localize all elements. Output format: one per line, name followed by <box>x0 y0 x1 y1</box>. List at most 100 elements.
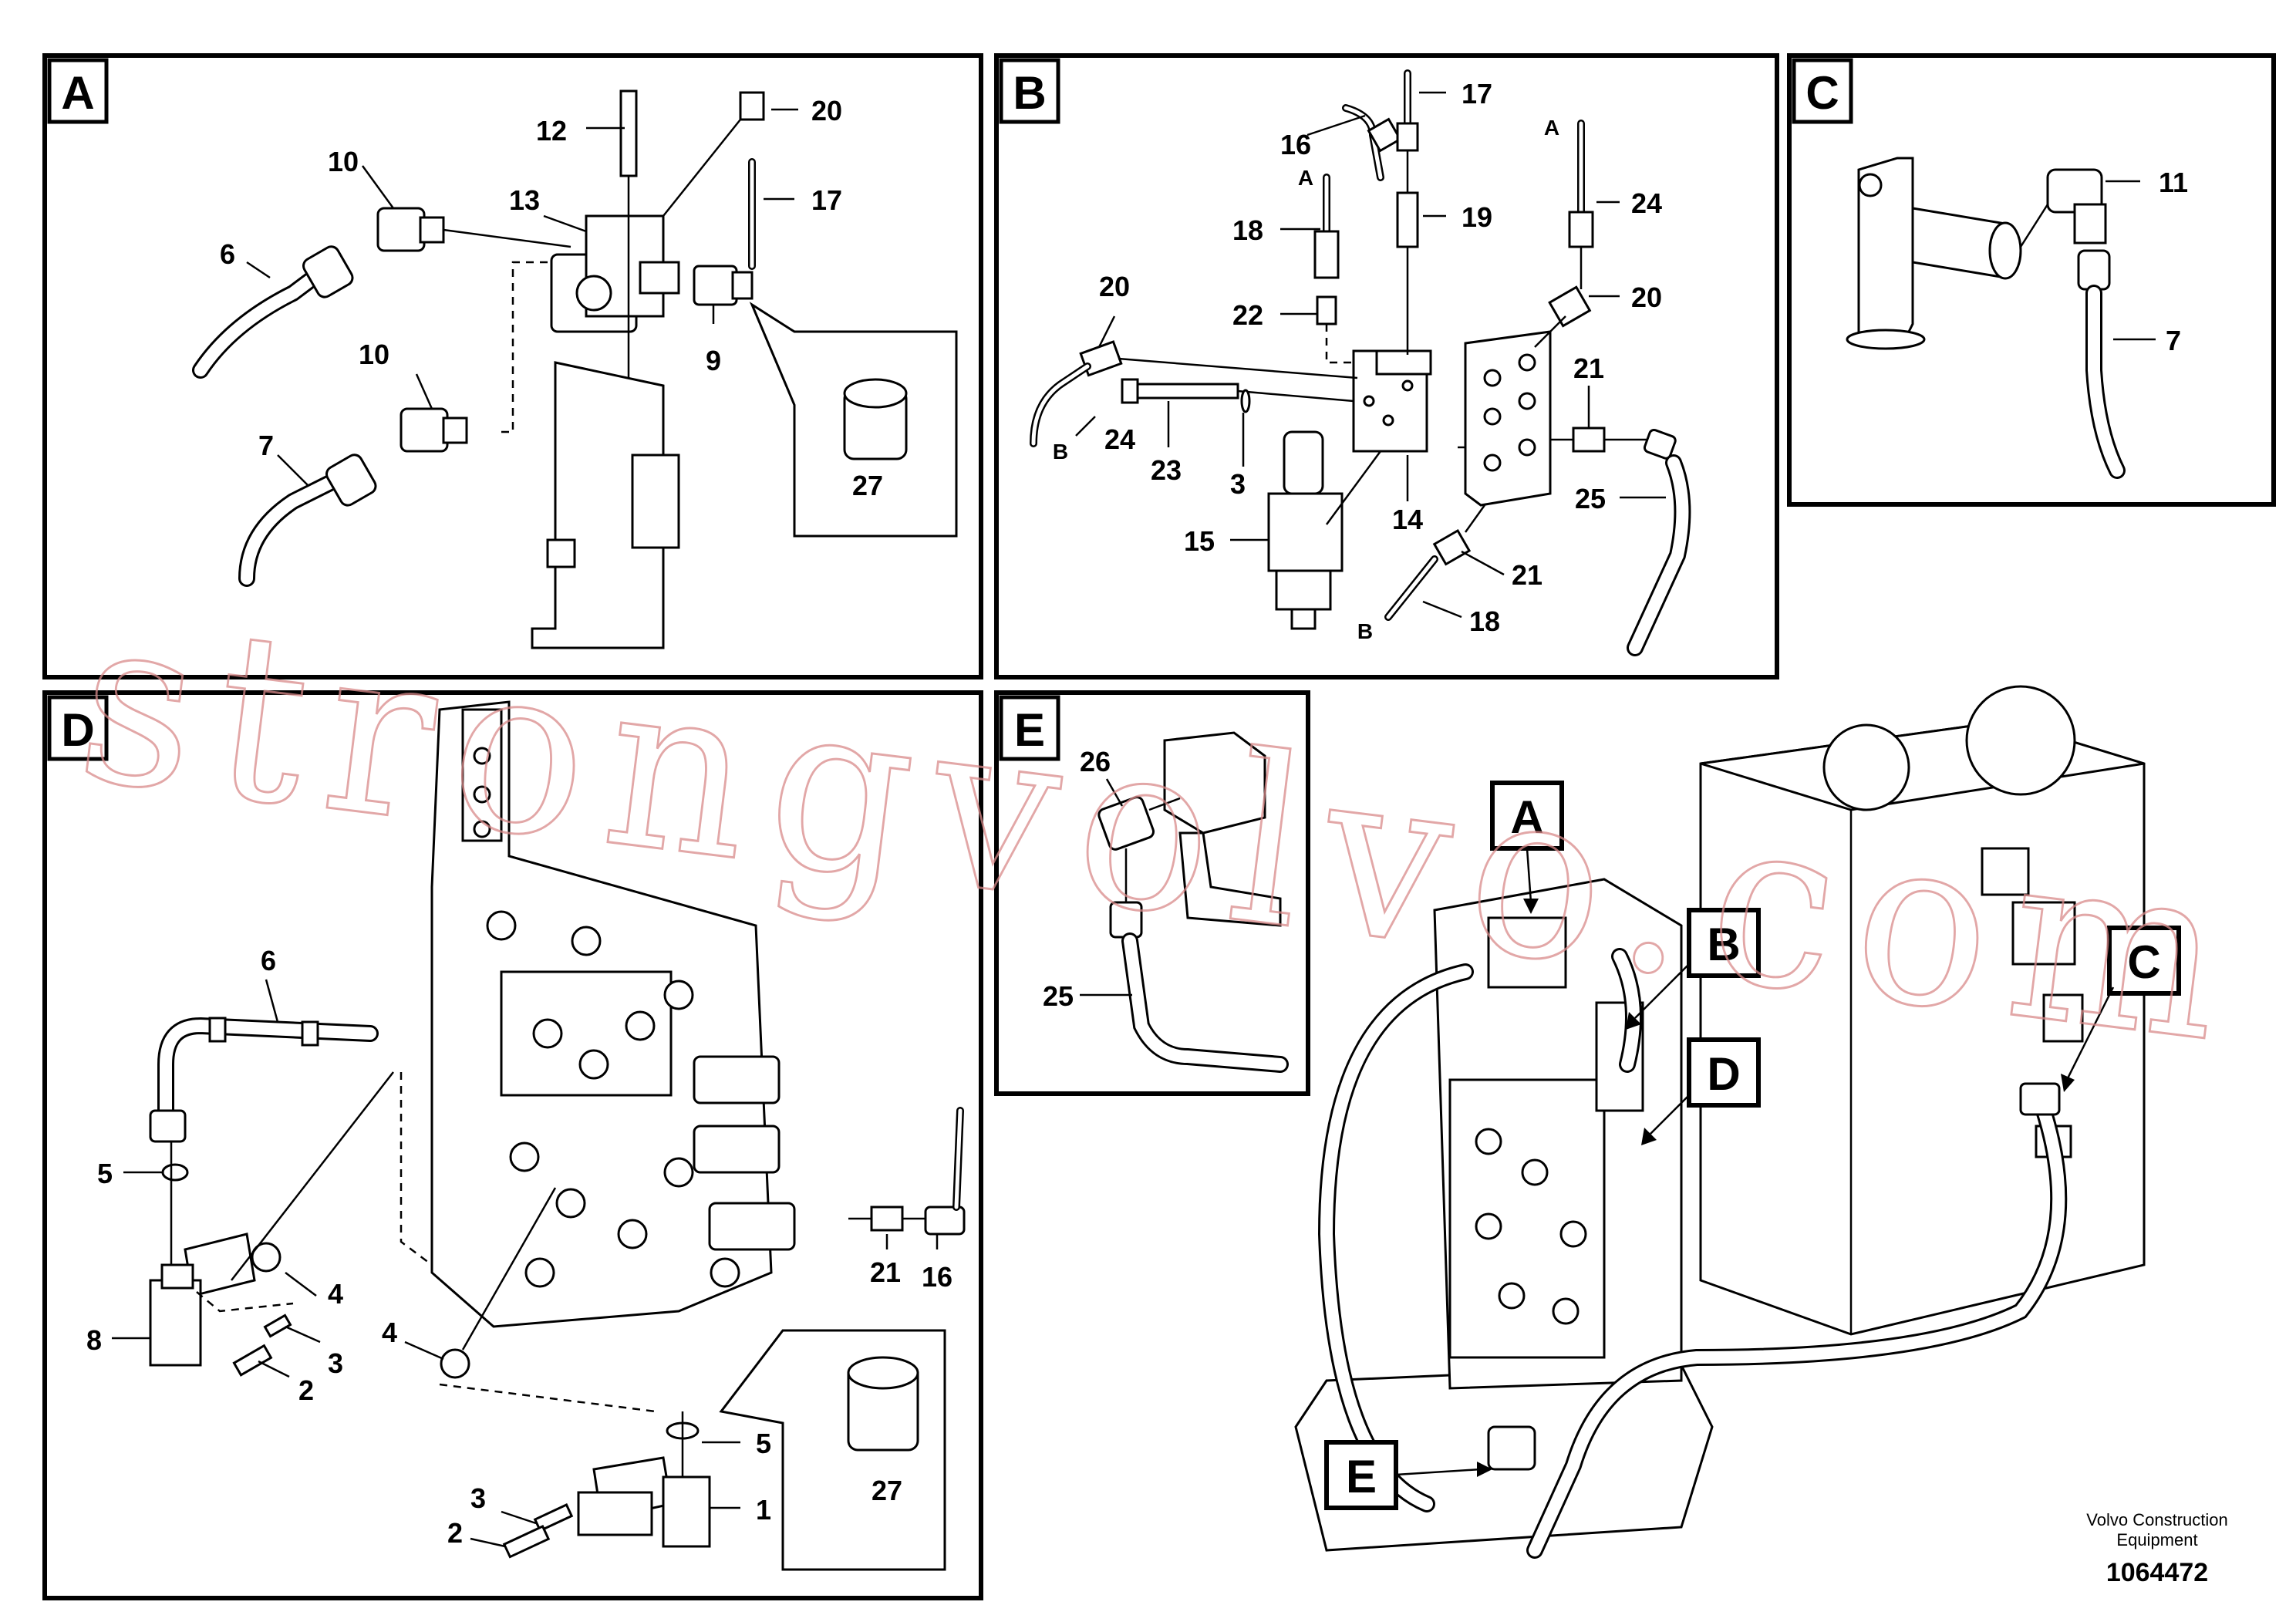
callout-20a: 20 <box>1099 271 1130 302</box>
fitting-6 <box>302 245 354 298</box>
callout-19: 19 <box>1462 201 1492 233</box>
screw-2b <box>502 1525 551 1559</box>
panel-c-letter: C <box>1805 67 1839 119</box>
elbow-26 <box>1097 796 1155 851</box>
washer-3 <box>1240 389 1251 413</box>
panel-c-frame <box>1787 53 2276 507</box>
callout-18a: 18 <box>1232 214 1263 246</box>
elbow-10b <box>400 407 449 453</box>
callout-15: 15 <box>1184 525 1215 557</box>
letter-b2: B <box>1357 619 1373 643</box>
callout-2a: 2 <box>298 1374 314 1406</box>
callout-11: 11 <box>2159 167 2188 198</box>
watermark: strongvolvo.com <box>67 564 2259 1096</box>
callout-21b: 21 <box>1512 559 1542 591</box>
panel-c: C 11 7 <box>1787 53 2276 507</box>
screw-12 <box>619 89 638 177</box>
fitting-21d <box>870 1206 904 1232</box>
callout-13: 13 <box>509 184 540 216</box>
overview-valve-e <box>1487 1425 1536 1471</box>
callout-24b: 24 <box>1104 423 1135 455</box>
fitting-20a <box>739 91 765 121</box>
panel-e-letter: E <box>1014 704 1045 756</box>
valve-15 <box>1283 430 1324 495</box>
callout-25b: 25 <box>1575 483 1606 514</box>
o-ring-4b <box>440 1348 470 1379</box>
callout-6d: 6 <box>261 945 276 976</box>
panel-a-frame <box>42 53 983 679</box>
overview-label-b: B <box>1707 919 1740 970</box>
fitting-7 <box>325 454 377 507</box>
callout-10a: 10 <box>328 146 359 177</box>
overview-box-b <box>1687 908 1761 978</box>
o-ring-4a <box>251 1242 282 1273</box>
overview-label-d: D <box>1707 1048 1740 1100</box>
overview-label-a: A <box>1510 791 1543 843</box>
fitting-22 <box>1316 295 1337 325</box>
callout-14: 14 <box>1392 504 1423 535</box>
overview-label-e: E <box>1346 1451 1377 1502</box>
panel-b-letter-box <box>999 58 1060 124</box>
callout-27: 27 <box>852 470 883 501</box>
overview-label-c: C <box>2127 936 2160 988</box>
callout-4b: 4 <box>382 1317 397 1348</box>
callout-20b: 20 <box>1631 282 1662 313</box>
callout-27d: 27 <box>872 1475 902 1506</box>
callout-1: 1 <box>756 1494 771 1526</box>
panel-a-letter: A <box>61 67 94 119</box>
callout-3d: 3 <box>470 1482 486 1514</box>
washer-3b <box>533 1503 574 1533</box>
flange-1 <box>577 1491 653 1536</box>
callout-24a: 24 <box>1631 187 1662 219</box>
panel-d-frame <box>42 690 983 1600</box>
callout-20: 20 <box>811 95 842 126</box>
callout-3a: 3 <box>328 1347 343 1379</box>
callout-22: 22 <box>1232 299 1263 331</box>
fitting-21a <box>1572 427 1606 453</box>
flange-8 <box>149 1279 202 1367</box>
elbow-16 <box>924 1206 966 1236</box>
callout-10b: 10 <box>359 339 389 370</box>
callout-7c: 7 <box>2166 325 2181 356</box>
overview-box-d <box>1687 1037 1761 1108</box>
panel-e: E 26 25 <box>994 690 1310 1096</box>
washer-3a <box>263 1313 292 1338</box>
callout-5a: 5 <box>97 1158 113 1189</box>
panel-b: B <box>994 53 1779 679</box>
callout-7: 7 <box>258 430 274 461</box>
valve-e <box>1163 731 1266 835</box>
callout-6: 6 <box>220 238 235 270</box>
callout-21d: 21 <box>870 1256 901 1288</box>
callout-23: 23 <box>1151 454 1182 486</box>
footer-company-line2: Equipment <box>2116 1530 2197 1549</box>
drawing-number: 1064472 <box>2106 1558 2208 1587</box>
panel-c-letter-box <box>1792 58 1853 124</box>
callout-26: 26 <box>1080 746 1111 777</box>
screw-23 <box>1121 383 1239 400</box>
callout-5b: 5 <box>756 1428 771 1459</box>
fitting-9 <box>693 265 738 306</box>
panel-e-letter-box <box>999 695 1060 761</box>
callout-8: 8 <box>86 1324 102 1356</box>
machine-overview: A B D C E <box>1294 685 2181 1559</box>
panel-d-letter-box <box>47 695 109 761</box>
fitting-19 <box>1396 191 1419 248</box>
letter-b1: B <box>1053 440 1068 464</box>
callout-17b: 17 <box>1462 78 1492 110</box>
overview-port-c <box>2019 1082 2061 1116</box>
panel-a-letter-box <box>47 58 109 124</box>
panel-a: A <box>42 53 983 679</box>
callout-12: 12 <box>536 115 567 147</box>
mounting-bracket <box>531 361 665 649</box>
callout-25e: 25 <box>1043 980 1074 1012</box>
overview-box-e <box>1324 1440 1398 1510</box>
panel-d: D <box>42 690 983 1600</box>
panel-b-letter: B <box>1013 67 1046 119</box>
callout-2d: 2 <box>447 1517 463 1549</box>
elbow-10a <box>376 207 426 252</box>
manifold-block <box>1464 330 1552 507</box>
overview-box-c <box>2107 926 2181 996</box>
fitting-21b <box>1432 528 1472 566</box>
callout-17: 17 <box>811 184 842 216</box>
